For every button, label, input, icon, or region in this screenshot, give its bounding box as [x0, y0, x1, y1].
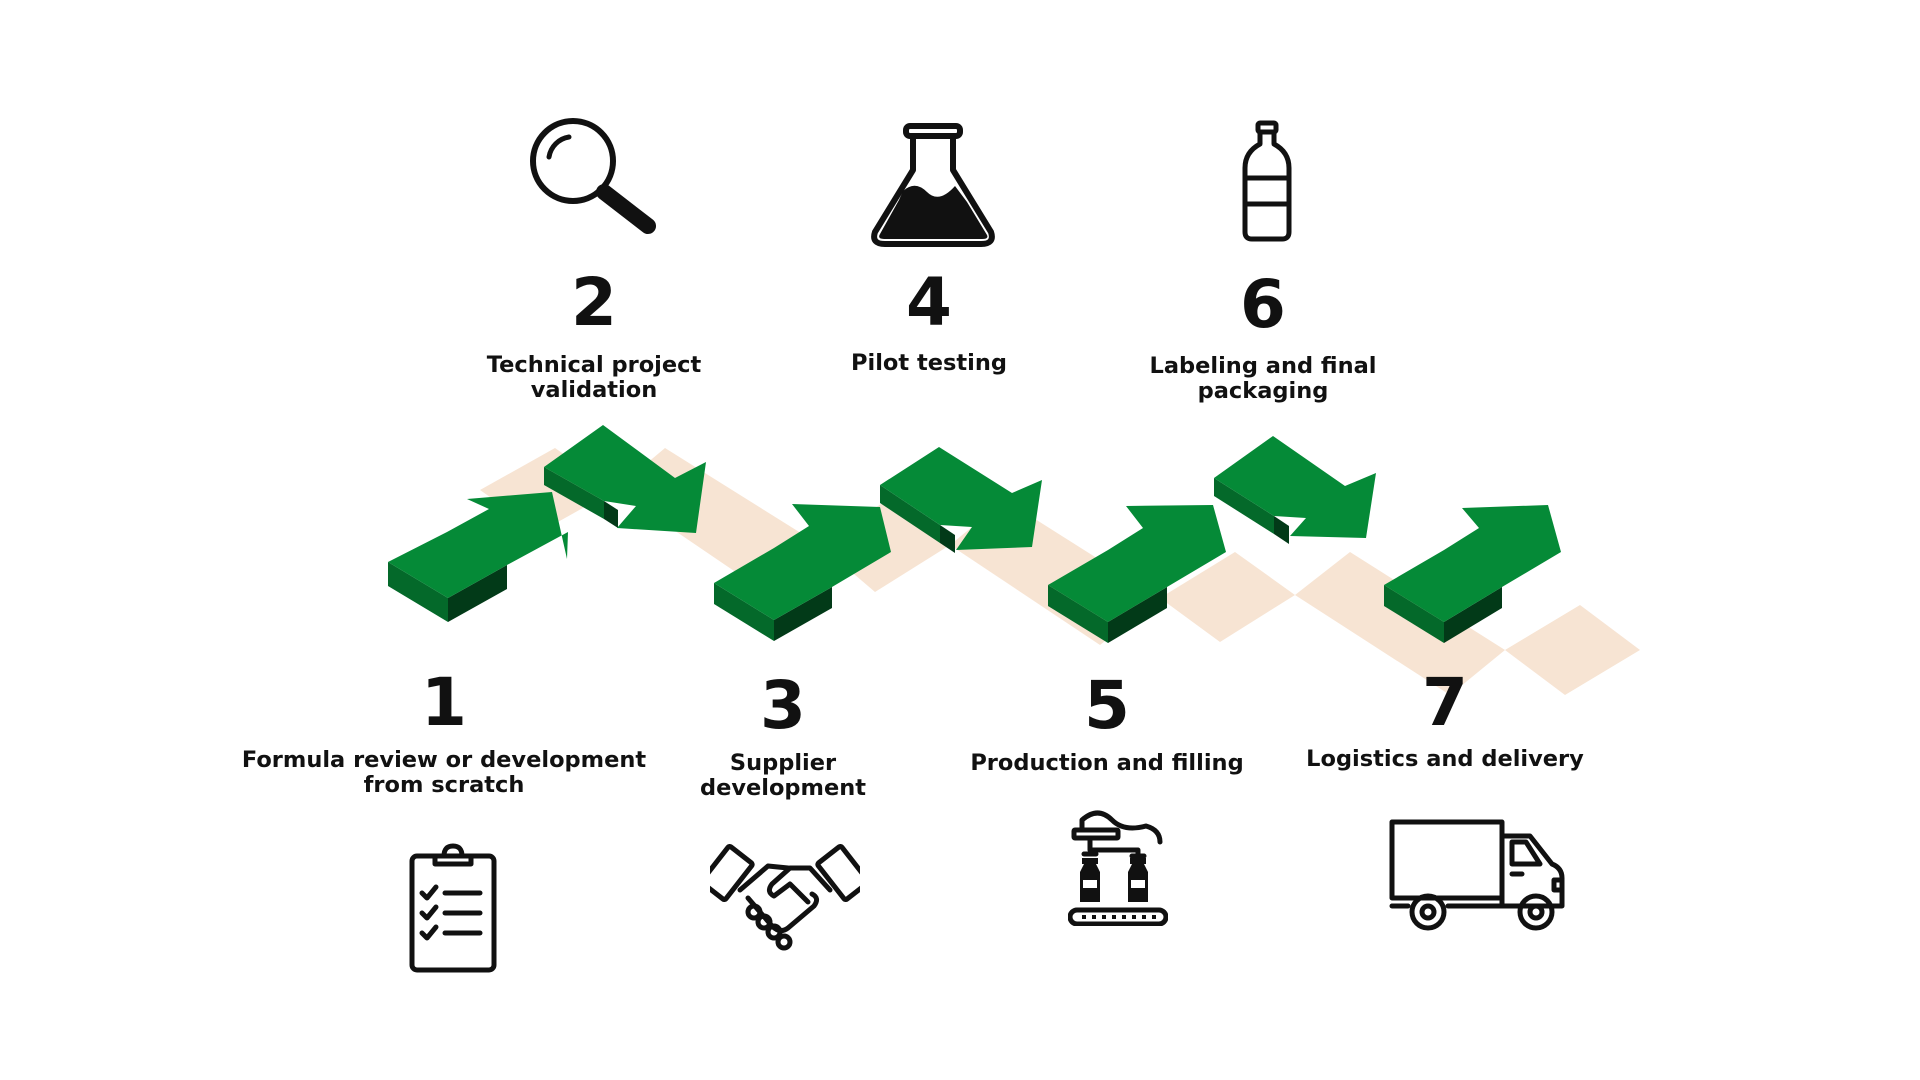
step-2-label-line-2: validation: [530, 377, 658, 403]
clipboard-checklist-icon: [409, 843, 497, 973]
step-1-label-line-1: Formula review or development: [241, 747, 647, 773]
step-1-label: Formula review or development from scrat…: [224, 748, 664, 798]
step-7-number: 7: [1422, 664, 1468, 741]
path-segment: [1295, 552, 1505, 695]
path-segment: [1160, 552, 1295, 642]
step-5-label-line-1: Production and filling: [970, 750, 1244, 776]
step-5-number: 5: [1084, 667, 1130, 744]
flask-icon: [871, 123, 995, 247]
step-3-up-arrow: [714, 504, 891, 641]
step-7-label: Logistics and delivery: [1225, 747, 1665, 772]
step-4-down-arrow: [880, 447, 1042, 553]
step-6-label-line-1: Labeling and final: [1149, 353, 1377, 379]
step-2-number: 2: [571, 264, 617, 341]
step-2-label-line-1: Technical project: [486, 352, 702, 378]
step-4-label-line-1: Pilot testing: [851, 350, 1007, 376]
step-3-label-line-1: Supplier: [729, 750, 837, 776]
step-7-up-arrow: [1384, 505, 1561, 643]
path-segment: [1505, 605, 1640, 695]
step-5-label: Production and filling: [887, 751, 1327, 776]
magnifying-glass-icon: [530, 118, 656, 234]
step-2-label: Technical project validation: [374, 353, 814, 403]
handshake-icon: [710, 843, 860, 951]
step-6-label: Labeling and final packaging: [1043, 354, 1483, 404]
step-6-number: 6: [1240, 266, 1286, 343]
bottle-icon: [1242, 120, 1292, 242]
step-4-number: 4: [906, 264, 952, 341]
delivery-truck-icon: [1389, 819, 1565, 931]
step-3-label-line-2: development: [699, 775, 867, 801]
step-7-label-line-1: Logistics and delivery: [1306, 746, 1584, 772]
step-3-number: 3: [760, 667, 806, 744]
step-2-down-arrow: [544, 425, 706, 533]
step-5-up-arrow: [1048, 505, 1226, 643]
step-6-label-line-2: packaging: [1197, 378, 1329, 404]
step-3-label: Supplier development: [563, 751, 1003, 801]
step-1-label-line-2: from scratch: [363, 772, 525, 798]
step-1-up-arrow: [388, 492, 568, 622]
step-6-down-arrow: [1214, 436, 1376, 544]
filling-machine-icon: [1068, 810, 1168, 926]
step-1-number: 1: [421, 664, 467, 741]
step-4-label: Pilot testing: [709, 351, 1149, 376]
